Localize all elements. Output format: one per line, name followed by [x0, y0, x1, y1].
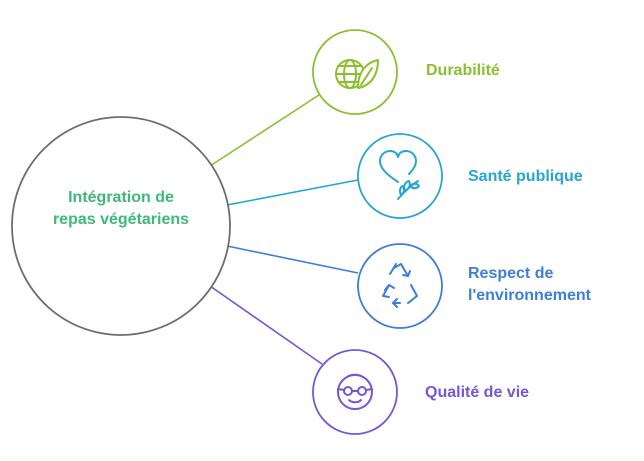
label-respect-line2: l'environnement: [468, 287, 591, 304]
label-respect-line1: Respect de: [468, 265, 554, 282]
center-label-line1: Intégration de: [68, 189, 174, 206]
circle-sante: [357, 133, 443, 219]
connector-sante: [226, 179, 359, 206]
heart-plant-icon: [379, 150, 420, 200]
connector-durabilite: [209, 94, 320, 167]
center-label: Intégration de repas végétariens: [1, 187, 241, 231]
globe-leaf-icon: [335, 59, 379, 89]
recycle-icon: [382, 263, 418, 308]
happy-face-icon: [337, 373, 373, 410]
center-circle: [11, 116, 231, 336]
label-durabilite: Durabilité: [426, 62, 500, 79]
circle-environnement: [357, 243, 443, 329]
center-label-line2: repas végétariens: [52, 211, 190, 228]
label-qualite-de-vie: Qualité de vie: [425, 384, 530, 401]
label-respect-environnement: Respect de l'environnement: [468, 263, 591, 307]
label-sante-publique: Santé publique: [468, 168, 583, 185]
connector-qualite: [209, 285, 323, 365]
connector-environnement: [226, 245, 359, 274]
